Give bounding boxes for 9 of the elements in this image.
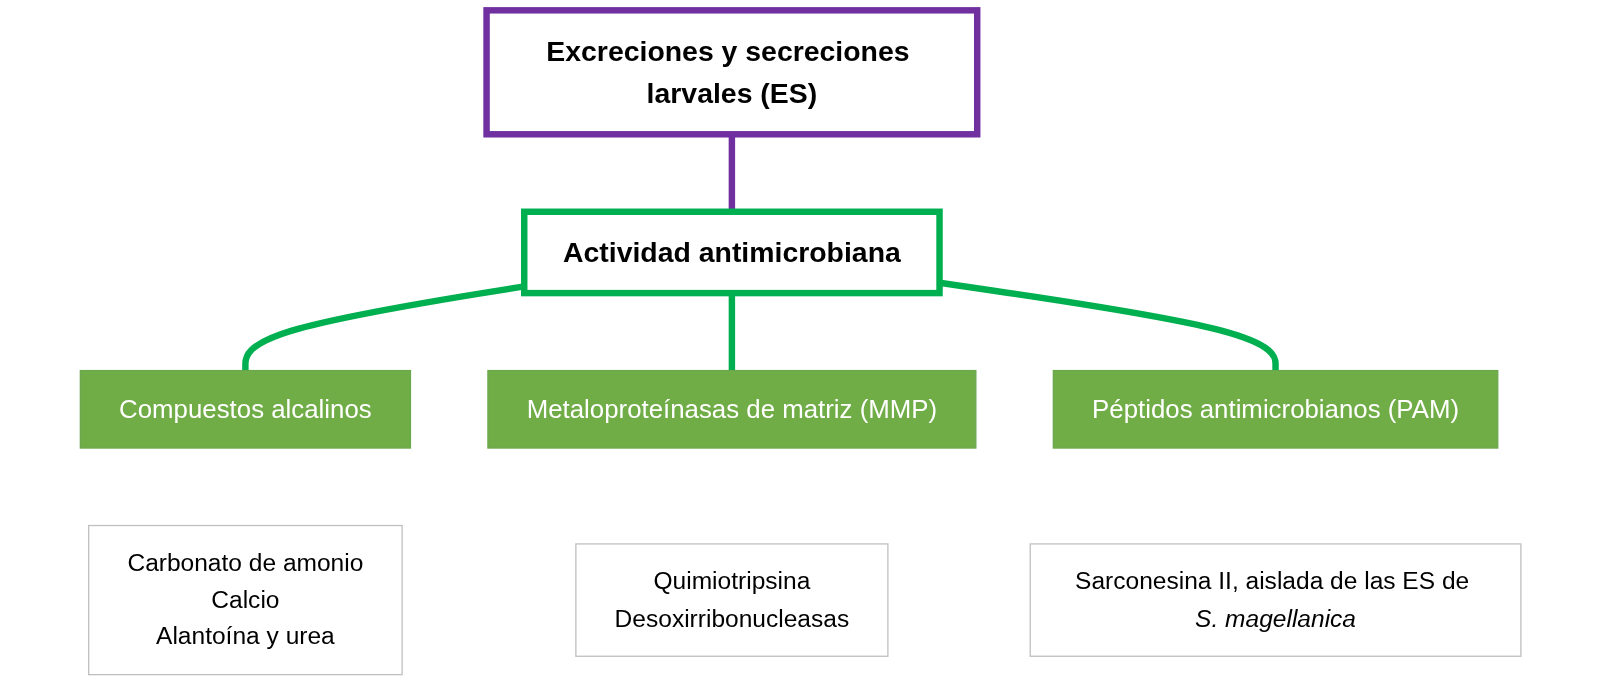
node-box: Péptidos antimicrobianos (PAM) xyxy=(1052,369,1499,449)
node-box: Excreciones y secreciones larvales (ES) xyxy=(483,7,981,138)
node-box: Quimiotripsina Desoxirribonucleasas xyxy=(575,543,889,657)
node-box: Sarconesina II, aislada de las ES de S. magellanica xyxy=(1029,543,1522,657)
node-box: Metaloproteínasas de matriz (MMP) xyxy=(487,369,977,449)
node-box: Actividad antimicrobiana xyxy=(520,208,943,297)
connector xyxy=(728,293,735,371)
node-box: Compuestos alcalinos xyxy=(79,369,411,449)
node-box: Carbonato de amonio Calcio Alantoína y urea xyxy=(87,524,403,676)
